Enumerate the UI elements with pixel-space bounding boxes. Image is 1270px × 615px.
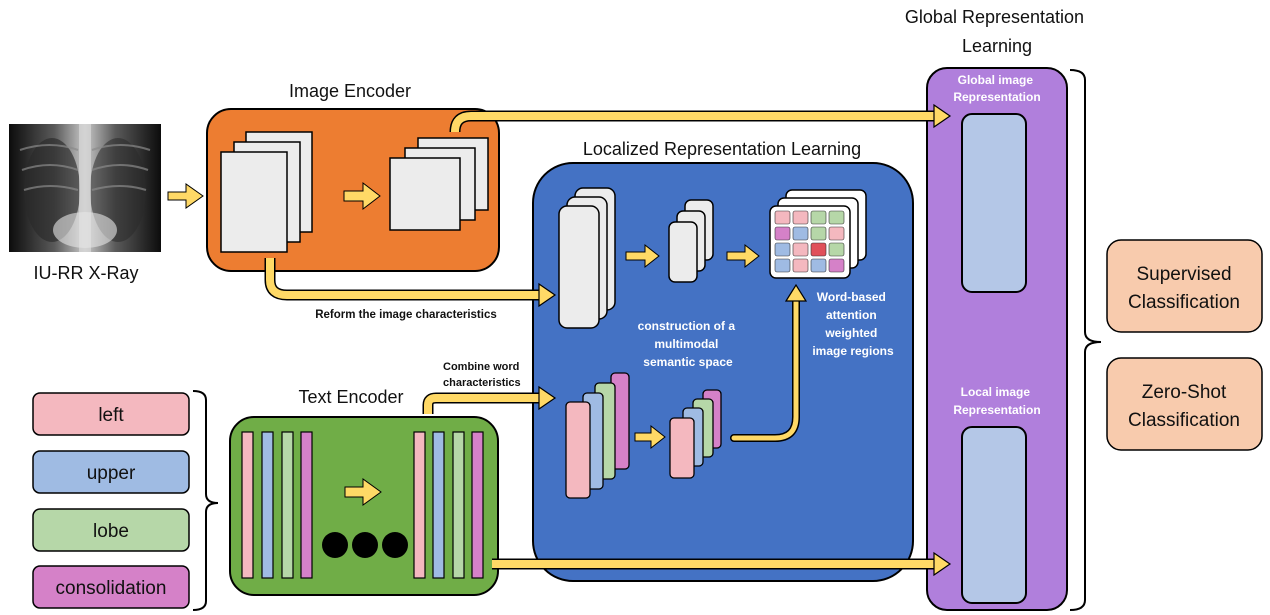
- text-encoder-inner-arrow: [344, 478, 382, 506]
- combine-annotation-1: Combine word: [443, 361, 519, 373]
- text-encoder-title: Text Encoder: [298, 387, 403, 407]
- word-based-label-1: Word-based: [817, 290, 886, 304]
- global-learning-title-2: Learning: [962, 36, 1032, 56]
- text-encoder-to-localized-arrow: [422, 385, 557, 414]
- word-based-label-4: image regions: [812, 344, 894, 358]
- combine-annotation-2: characteristics: [443, 377, 521, 389]
- image-encoder-panel: [206, 108, 500, 272]
- text-encoder-to-global-arrow: [492, 551, 952, 577]
- attention-cell: [774, 226, 791, 241]
- reduced-word-stack: [669, 389, 722, 479]
- xray-label: IU-RR X-Ray: [33, 263, 138, 283]
- localized-learning-title: Localized Representation Learning: [583, 139, 861, 159]
- svg-text:Local image Representati: Local image Representation: [953, 385, 1040, 417]
- attention-cell: [828, 226, 845, 241]
- word-token-lobe: lobe: [32, 508, 190, 552]
- output-brace: [1069, 69, 1102, 611]
- word-token-list: left upper lobe consolidation: [32, 392, 190, 609]
- construction-label-3: semantic space: [643, 355, 733, 369]
- encoder-to-global-arrow: [449, 103, 952, 133]
- word-token-label: consolidation: [56, 578, 167, 599]
- attention-cell: [810, 258, 827, 273]
- text-encoder-panel: [229, 416, 499, 596]
- svg-text:Combine word characteristi: Combine word characteristics: [443, 361, 522, 389]
- word-feature-stack: [565, 372, 630, 499]
- inner-arrow-3: [634, 424, 666, 450]
- word-token-label: upper: [87, 463, 136, 484]
- svg-text:Word-based attention: Word-based attention weighted image regi…: [812, 290, 894, 358]
- ellipsis-dot: [382, 532, 408, 558]
- global-learning-title-1: Global Representation: [905, 7, 1084, 27]
- attention-cell: [774, 210, 791, 225]
- image-feature-stack: [558, 187, 616, 329]
- svg-text:Global Representation Lear: Global Representation Learning: [905, 7, 1089, 56]
- construction-label-2: multimodal: [654, 337, 718, 351]
- word-brace: [192, 390, 219, 611]
- local-image-rep-label-1: Local image: [961, 385, 1031, 399]
- global-image-rep-label-2: Representation: [953, 90, 1040, 104]
- output-label: Classification: [1128, 410, 1240, 431]
- attention-cell: [828, 258, 845, 273]
- attention-cell: [792, 258, 809, 273]
- output-label: Supervised: [1136, 264, 1231, 285]
- attention-cell: [792, 210, 809, 225]
- reform-annotation: Reform the image characteristics: [315, 309, 497, 321]
- image-encoder-title: Image Encoder: [289, 81, 411, 101]
- word-based-label-3: weighted: [824, 326, 877, 340]
- xray-image: [9, 124, 161, 252]
- attention-cell: [810, 226, 827, 241]
- global-image-rep-label-1: Global image: [958, 73, 1034, 87]
- global-representation-panel: Global image Representation Local image …: [926, 67, 1068, 611]
- output-label: Classification: [1128, 292, 1240, 313]
- svg-text:construction of a multim: construction of a multimodal semantic sp…: [638, 319, 739, 369]
- ellipsis-dot: [322, 532, 348, 558]
- local-image-rep-label-2: Representation: [953, 403, 1040, 417]
- attention-cell: [774, 242, 791, 257]
- reduced-feature-stack: [668, 199, 714, 283]
- classification-outputs: SupervisedClassificationZero-ShotClassif…: [1106, 239, 1263, 451]
- construction-label-1: construction of a: [638, 319, 736, 333]
- encoder-to-localized-arrow: [264, 258, 557, 308]
- word-based-label-2: attention: [826, 308, 877, 322]
- ellipsis-dot: [352, 532, 378, 558]
- inner-arrow-2: [726, 243, 760, 269]
- word-token-label: lobe: [93, 521, 129, 542]
- attention-cell: [792, 226, 809, 241]
- localized-representation-panel: construction of a multimodal semantic sp…: [532, 162, 914, 582]
- inner-arrow-1: [625, 243, 660, 269]
- word-token-consolidation: consolidation: [32, 565, 190, 609]
- word-token-label: left: [98, 405, 124, 426]
- word-token-left: left: [32, 392, 190, 436]
- attention-cell: [792, 242, 809, 257]
- xray-to-encoder-arrow: [167, 183, 204, 209]
- attention-cell: [828, 242, 845, 257]
- word-token-upper: upper: [32, 450, 190, 494]
- attention-grid: [774, 210, 845, 273]
- local-image-representation-bar: [961, 426, 1027, 604]
- output-label: Zero-Shot: [1142, 382, 1227, 403]
- attention-cell: [828, 210, 845, 225]
- global-image-representation-bar: [961, 113, 1027, 293]
- attention-cell: [810, 242, 827, 257]
- svg-text:Global image Representat: Global image Representation: [953, 73, 1040, 104]
- attention-map-stack: [769, 189, 867, 279]
- attention-cell: [774, 258, 791, 273]
- encoder-inner-arrow: [343, 181, 381, 211]
- attention-cell: [810, 210, 827, 225]
